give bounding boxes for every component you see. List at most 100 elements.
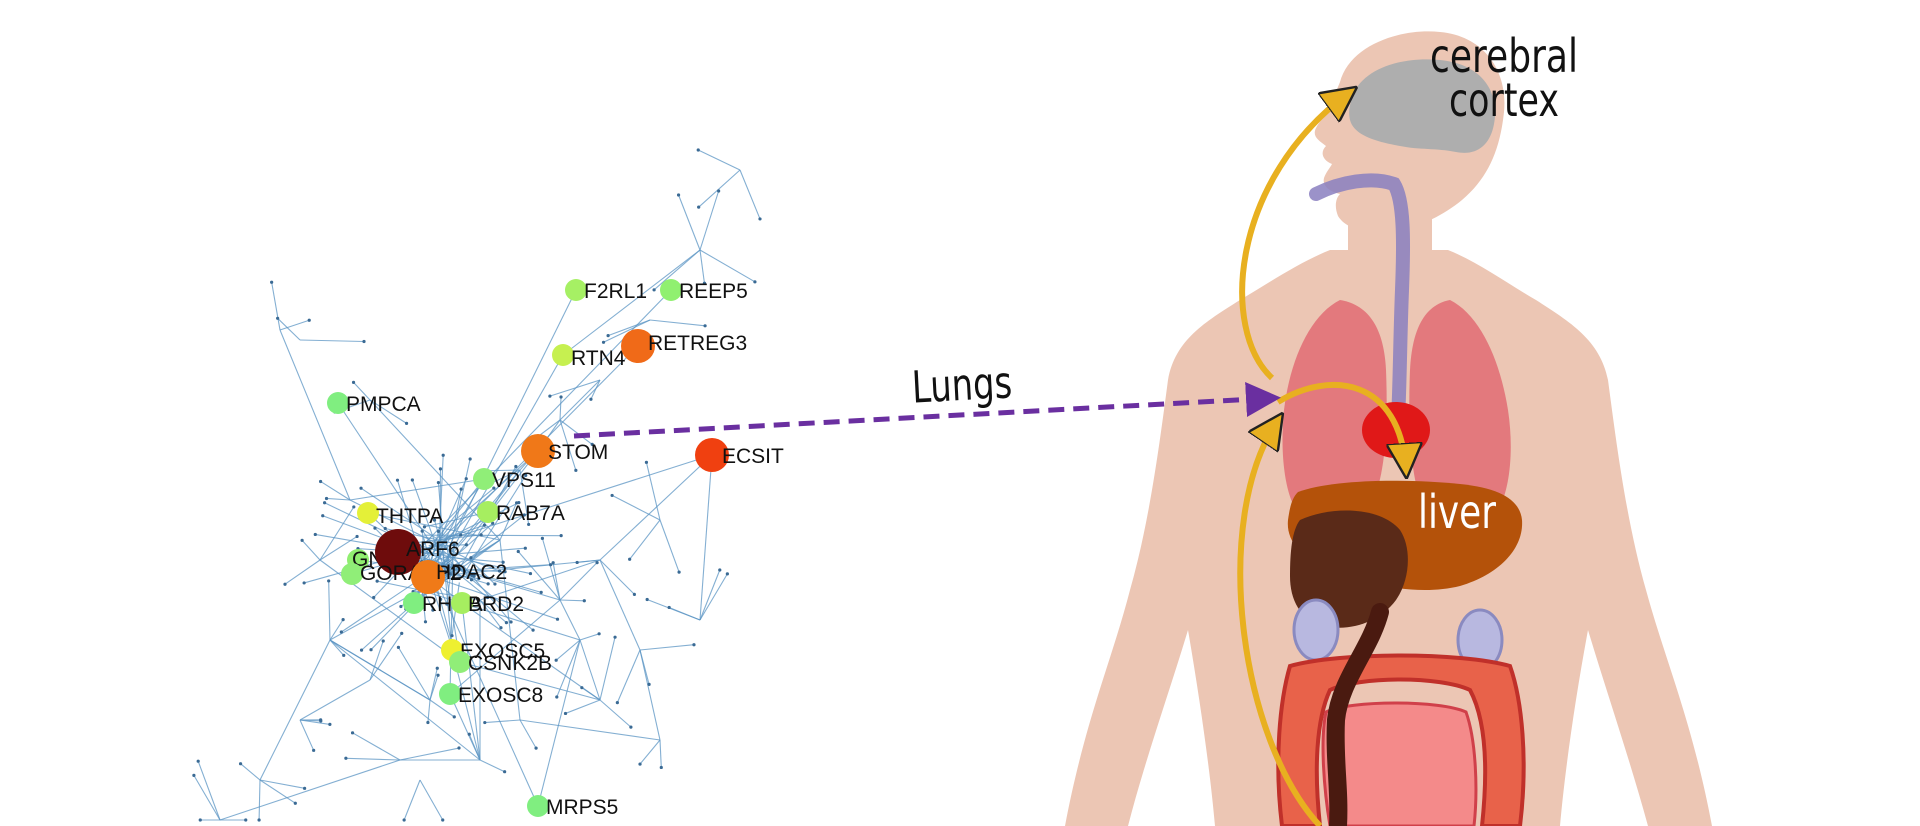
network-leaf-dot xyxy=(359,486,363,490)
network-edge xyxy=(457,450,539,555)
network-edge xyxy=(329,639,481,761)
network-edge xyxy=(559,599,585,602)
network-leaf-dot xyxy=(497,569,502,573)
network-leaf-dot xyxy=(504,621,509,625)
network-edges xyxy=(193,149,761,821)
network-edge xyxy=(328,580,331,641)
network-leaf-dot xyxy=(257,818,261,822)
cerebral-cortex-label-line1: cerebral xyxy=(1430,29,1578,83)
network-edge xyxy=(459,661,601,701)
network-leaf-dot xyxy=(503,570,507,574)
network-leaf-dot xyxy=(534,746,538,750)
network-edge xyxy=(369,640,384,681)
cerebral-cortex xyxy=(1349,59,1496,153)
network-edge xyxy=(421,519,456,562)
small-intestine xyxy=(1321,701,1478,826)
network-edge xyxy=(611,494,661,521)
network-leaf-dot xyxy=(516,549,520,554)
network-leaf-dot xyxy=(307,318,311,322)
network-leaf-dot xyxy=(477,577,481,581)
network-leaf-dot xyxy=(563,711,568,716)
lung-right xyxy=(1409,300,1511,515)
network-leaf-dot xyxy=(459,533,463,537)
network-leaf-dot xyxy=(458,567,462,571)
network-edge xyxy=(565,699,601,714)
network-leaf-dot xyxy=(432,518,437,522)
gene-label-brd2: BRD2 xyxy=(468,593,524,616)
network-leaf-dot xyxy=(410,478,414,482)
gene-node-rtn4 xyxy=(552,344,574,366)
network-edge xyxy=(419,589,581,641)
network-edge xyxy=(284,559,321,585)
network-leaf-dot xyxy=(659,765,663,770)
network-edge xyxy=(484,719,521,724)
network-edge xyxy=(448,289,577,547)
network-leaf-dot xyxy=(350,731,355,735)
network-edge xyxy=(447,547,526,556)
network-leaf-dot xyxy=(606,334,610,338)
network-edge xyxy=(271,282,281,331)
kidney-left xyxy=(1292,598,1340,662)
network-edge xyxy=(259,779,305,789)
network-leaf-dot xyxy=(313,532,317,537)
network-edge xyxy=(277,317,301,341)
network-edge xyxy=(258,779,261,821)
network-leaf-dot xyxy=(652,288,656,292)
lungs-label: Lungs xyxy=(911,357,1014,413)
network-edge xyxy=(629,519,661,560)
network-leaf-dot xyxy=(676,193,681,197)
network-leaf-dot xyxy=(435,666,439,670)
network-edge xyxy=(479,599,507,624)
arrow-lungs-to-cortex xyxy=(1239,92,1350,381)
network-edge xyxy=(461,602,601,701)
gene-node-brd2 xyxy=(451,592,473,614)
network-edge xyxy=(279,319,310,331)
network-leaf-dot xyxy=(373,526,377,530)
network-edge xyxy=(369,399,407,424)
network-edge xyxy=(519,469,530,525)
network-edge xyxy=(603,319,651,343)
network-edge xyxy=(639,739,661,765)
network-leaf-dot xyxy=(436,529,441,533)
network-edge xyxy=(279,329,351,501)
network-leaf-dot xyxy=(628,557,632,561)
network-edge xyxy=(556,639,581,698)
network-edge xyxy=(193,775,221,821)
network-edge xyxy=(352,732,401,761)
network-edge xyxy=(678,194,701,251)
network-leaf-dot xyxy=(582,599,586,603)
gene-label-arf6: ARF6 xyxy=(406,538,460,561)
network-edge xyxy=(668,606,701,621)
network-leaf-dot xyxy=(468,457,472,461)
network-leaf-dot xyxy=(283,582,287,586)
stomach xyxy=(1290,510,1408,628)
network-leaf-dot xyxy=(469,556,473,560)
network-leaf-dot xyxy=(324,496,329,501)
network-leaf-dot xyxy=(667,605,671,610)
network-edge xyxy=(353,381,371,401)
network-edge xyxy=(367,512,501,541)
network-edge xyxy=(299,679,371,721)
network-edge xyxy=(697,149,741,171)
gene-node-f2rl1 xyxy=(565,279,587,301)
network-leaf-dot xyxy=(436,673,440,677)
network-leaf-dot xyxy=(344,756,348,760)
network-edge xyxy=(607,319,651,337)
network-edge xyxy=(449,556,454,695)
network-leaf-dot xyxy=(270,280,274,284)
network-leaf-dot xyxy=(580,686,584,690)
network-leaf-dot xyxy=(499,626,503,630)
network-leaf-dot xyxy=(697,205,701,209)
network-leaf-dot xyxy=(198,818,202,822)
network-leaf-dot xyxy=(469,573,474,577)
gene-node-ecsit xyxy=(695,438,729,472)
network-leaf-dot xyxy=(467,732,471,736)
gene-node-rhoa xyxy=(403,592,425,614)
gene-node-rab7a xyxy=(477,501,499,523)
network-leaf-dot xyxy=(369,648,373,652)
gene-label-pmpca: PMPCA xyxy=(346,393,421,416)
network-leaf-dot xyxy=(528,571,533,576)
network-leaf-dot xyxy=(597,632,601,636)
network-edge xyxy=(299,719,315,751)
